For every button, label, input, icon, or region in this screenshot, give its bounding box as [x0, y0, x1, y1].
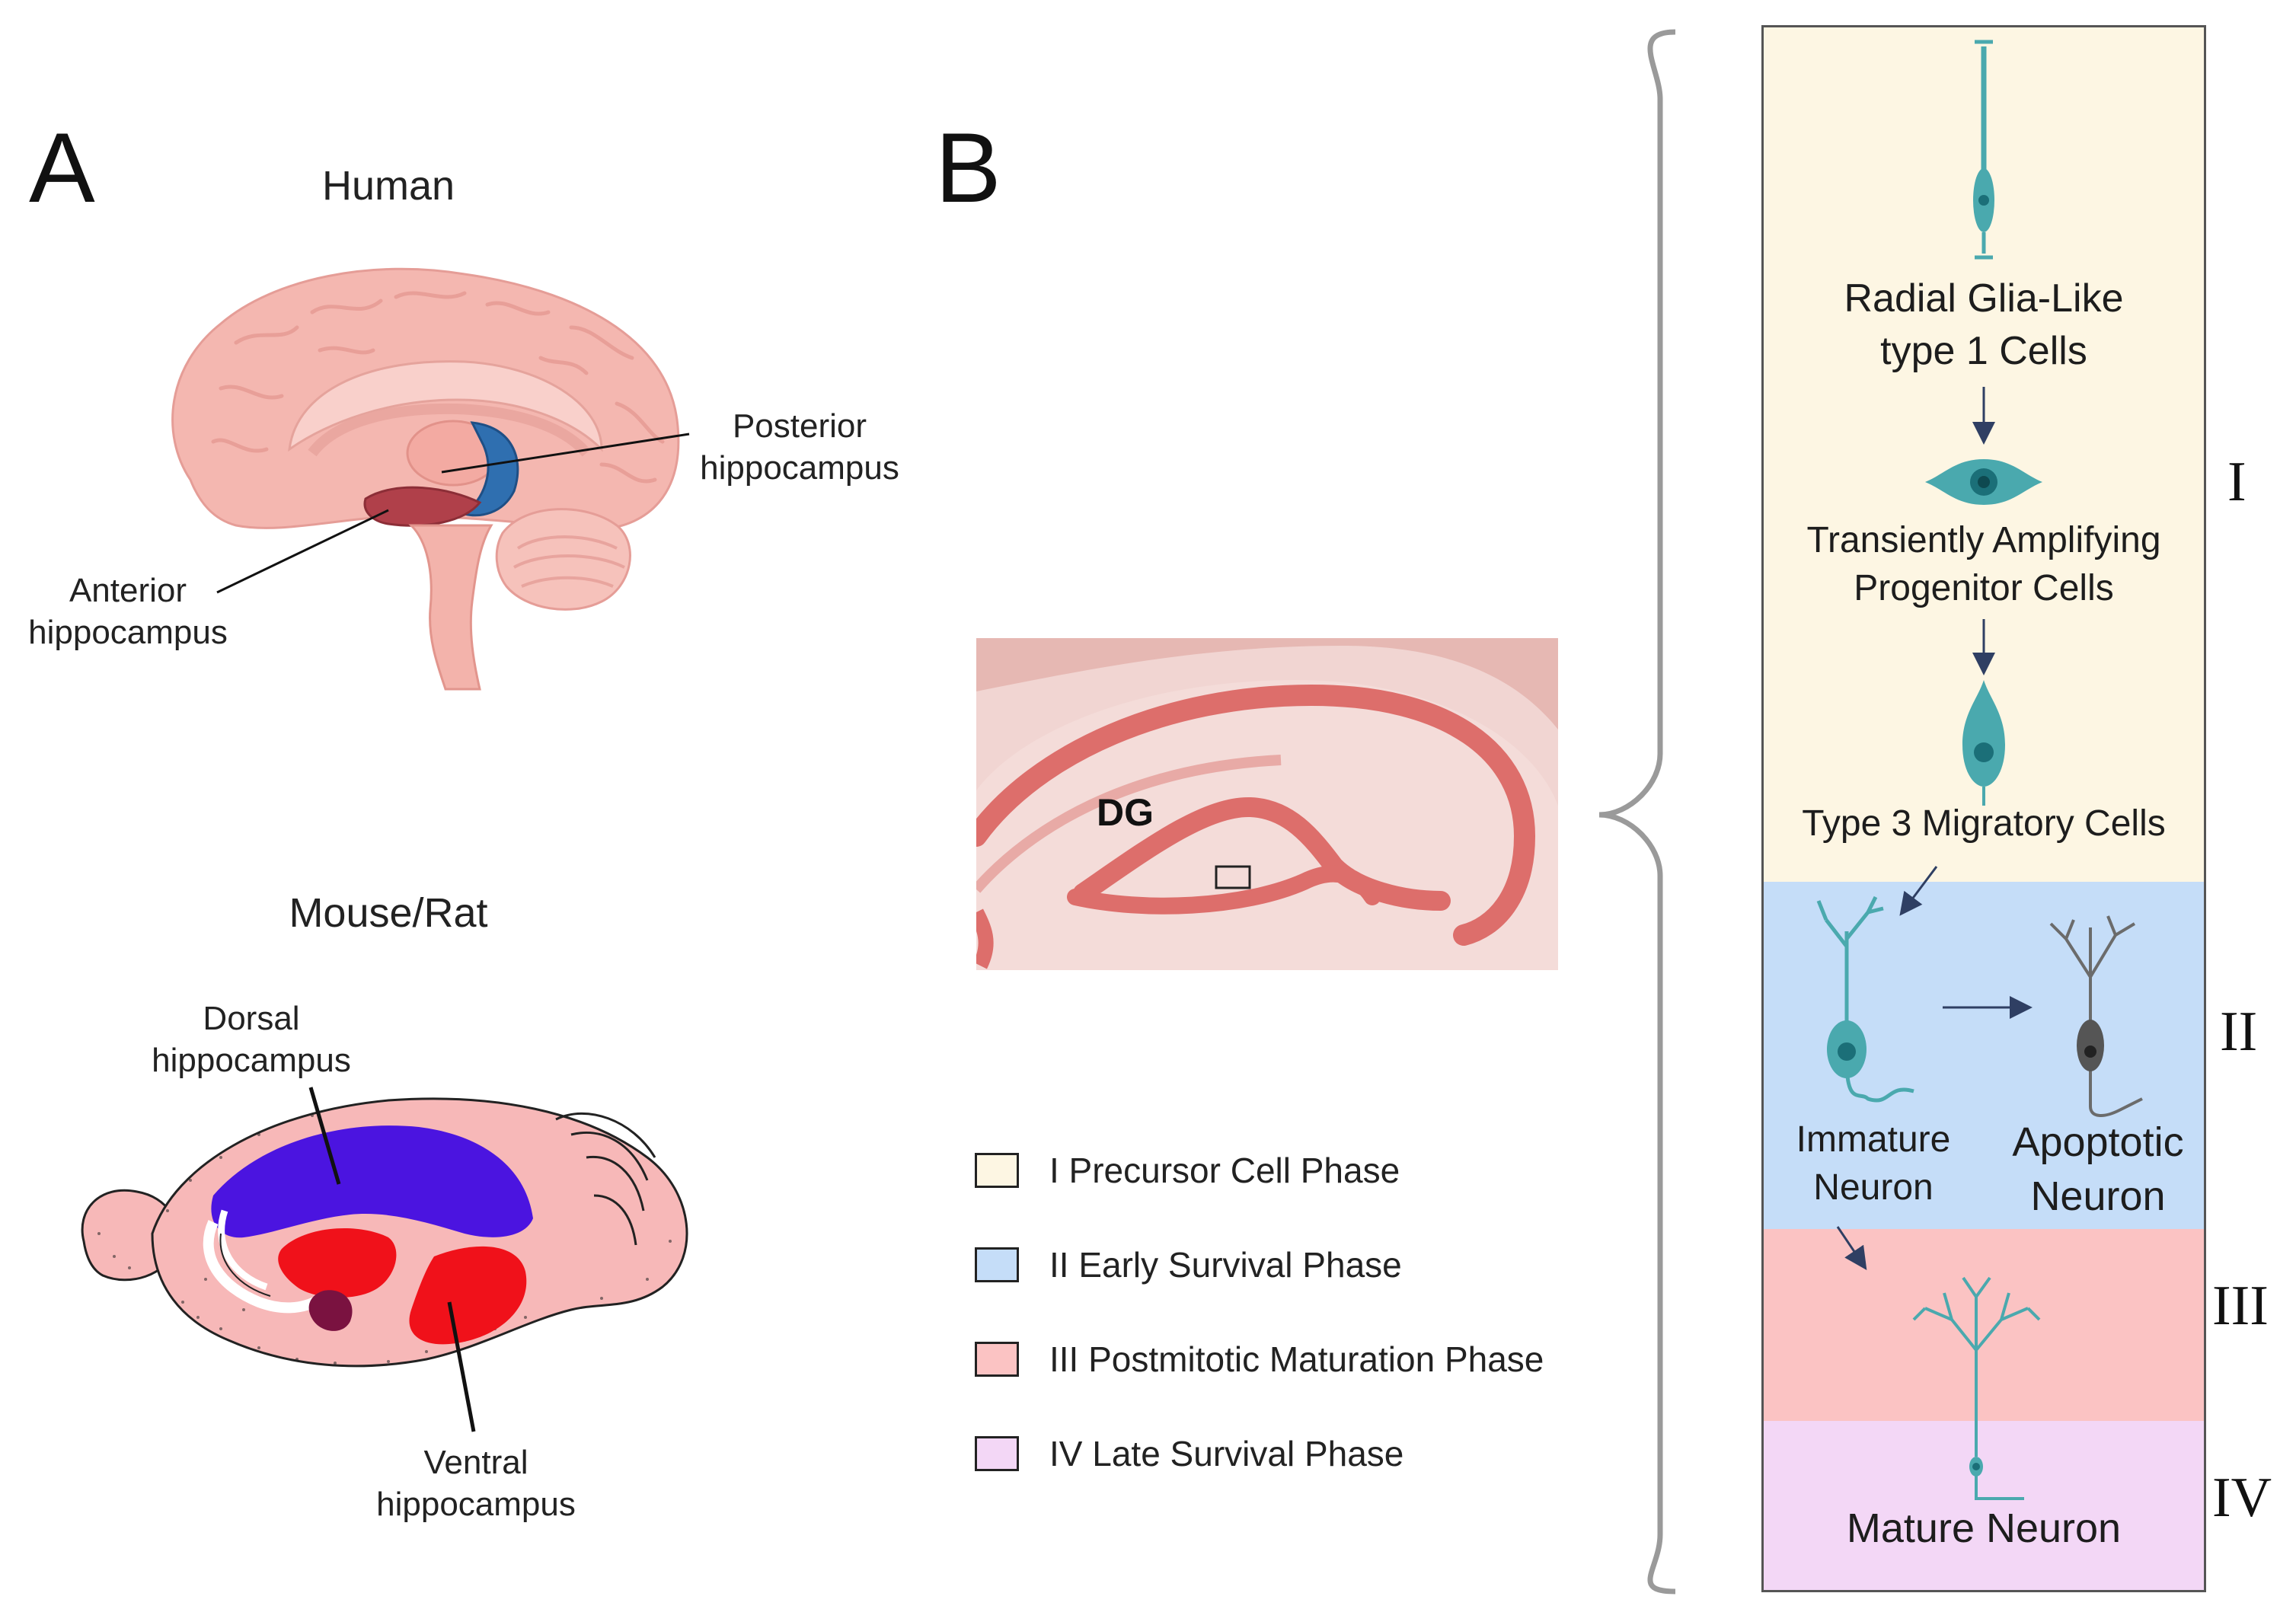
- legend-swatch-phase-3: [975, 1342, 1019, 1377]
- apoptotic-neuron-cell: [2049, 915, 2143, 1117]
- mouse-rat-title: Mouse/Rat: [289, 890, 488, 936]
- phase-4-numeral: IV: [2212, 1467, 2272, 1529]
- mature-neuron-cell: [1912, 1276, 2041, 1500]
- legend-label-phase-4: IV Late Survival Phase: [1049, 1434, 1404, 1473]
- neurogenesis-cells: [1816, 40, 2143, 1500]
- legend-swatch-phase-1: [975, 1153, 1019, 1188]
- dorsal-hippocampus-label: Dorsal hippocampus: [152, 1000, 351, 1079]
- apoptotic-neuron-label: Apoptotic Neuron: [2012, 1119, 2184, 1220]
- panel-b-letter: B: [935, 112, 1001, 223]
- immature-neuron-cell: [1816, 895, 1914, 1103]
- phase-3-band: [1764, 1229, 2204, 1421]
- tap-cell: [1925, 459, 2042, 505]
- dg-label: DG: [1097, 791, 1154, 834]
- legend-swatch-phase-2: [975, 1247, 1019, 1282]
- panel-a-letter: A: [29, 112, 95, 223]
- phase-1-numeral: I: [2227, 451, 2247, 513]
- type3-migratory-cell: [1962, 680, 2005, 806]
- dentate-gyrus-section: [976, 638, 1558, 970]
- posterior-hippocampus-label: Posterior hippocampus: [700, 407, 899, 487]
- phase-4-band: [1764, 1421, 2204, 1590]
- curly-brace: [1598, 29, 1676, 1595]
- phase-2-numeral: II: [2220, 1001, 2258, 1063]
- legend-item-phase-1: I Precursor Cell Phase: [975, 1150, 1544, 1191]
- legend-label-phase-1: I Precursor Cell Phase: [1049, 1151, 1400, 1190]
- tap-cells-label: Transiently Amplifying Progenitor Cells: [1806, 520, 2161, 609]
- legend-label-phase-3: III Postmitotic Maturation Phase: [1049, 1339, 1544, 1379]
- legend-item-phase-3: III Postmitotic Maturation Phase: [975, 1339, 1544, 1380]
- immature-neuron-label: Immature Neuron: [1796, 1119, 1951, 1208]
- radial-glia-label: Radial Glia-Like type 1 Cells: [1844, 276, 2124, 373]
- human-brain-illustration: [171, 267, 680, 691]
- rodent-brain-illustration: [81, 1097, 688, 1368]
- anterior-hippocampus-label: Anterior hippocampus: [28, 572, 228, 651]
- human-title: Human: [321, 163, 455, 209]
- mature-neuron-label: Mature Neuron: [1846, 1505, 2122, 1551]
- legend-item-phase-2: II Early Survival Phase: [975, 1244, 1544, 1285]
- ventral-hippocampus-label: Ventral hippocampus: [376, 1444, 576, 1523]
- phase-legend: I Precursor Cell Phase II Early Survival…: [975, 1150, 1544, 1474]
- radial-glia-cell: [1973, 40, 1994, 260]
- type3-label: Type 3 Migratory Cells: [1802, 803, 2166, 844]
- legend-item-phase-4: IV Late Survival Phase: [975, 1433, 1544, 1474]
- legend-swatch-phase-4: [975, 1436, 1019, 1471]
- legend-label-phase-2: II Early Survival Phase: [1049, 1245, 1402, 1285]
- phase-3-numeral: III: [2212, 1275, 2269, 1337]
